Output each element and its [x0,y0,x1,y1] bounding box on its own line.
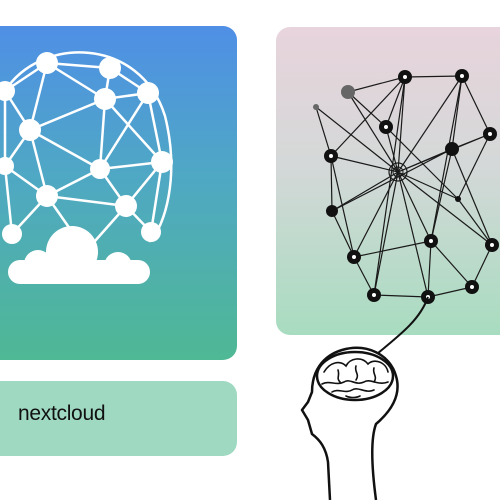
cloud-network-panel [0,26,237,360]
brand-name: nextcloud [18,402,106,425]
brand-label-box: nextcloud [0,381,237,456]
network-globe-icon [0,51,173,284]
cloud-icon [8,226,150,284]
network-graph-panel [276,27,500,335]
network-graph-icon [313,69,499,304]
